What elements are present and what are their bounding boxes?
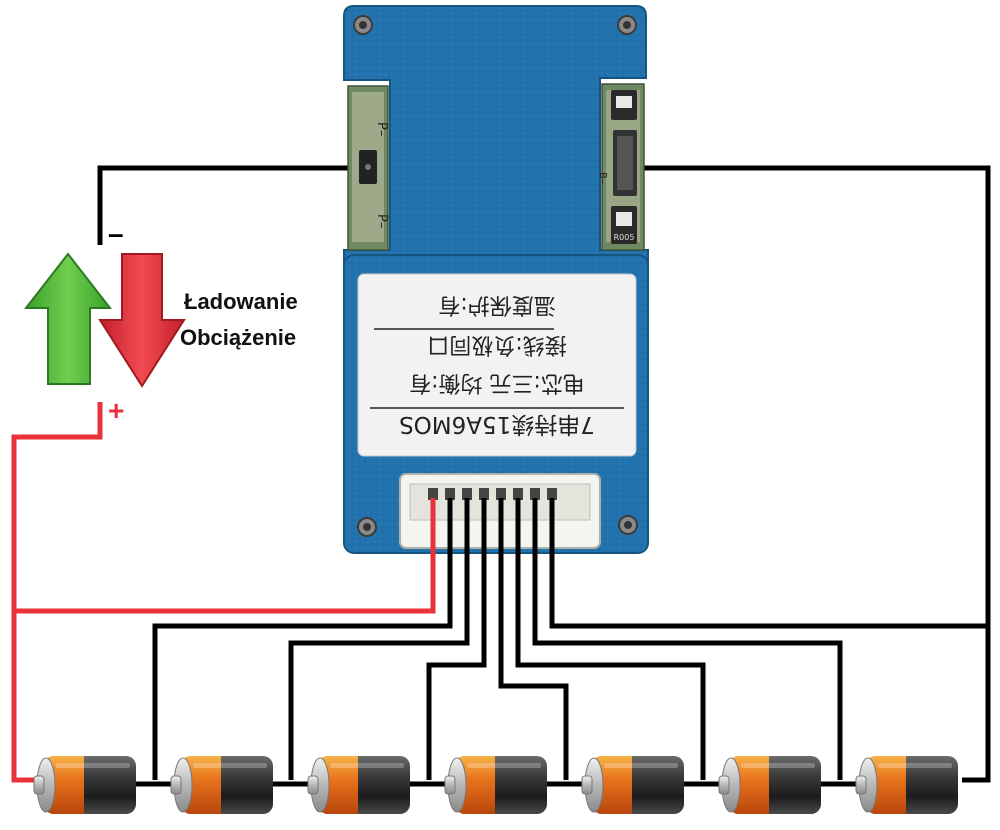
mosfet-code: R005 — [614, 233, 635, 242]
wire-b-minus — [632, 165, 991, 783]
balance-pins — [428, 488, 557, 500]
sticker-line-3: 接线:负极同口 — [427, 332, 566, 357]
wire-balance-4 — [498, 500, 569, 780]
bms-board: P– P– B– R005 7串持续15A6MOS 电芯:三元 均衡:有 接线:… — [343, 5, 649, 554]
load-arrow — [98, 253, 186, 388]
sticker-line-2: 电芯:三元 均衡:有 — [409, 370, 585, 395]
wire-p-minus — [97, 165, 368, 245]
battery-cell — [33, 756, 136, 814]
sticker-line-4: 温度保护:有 — [438, 292, 555, 317]
battery-cells — [33, 756, 958, 814]
wire-balance-3 — [426, 500, 487, 780]
battery-cell — [444, 756, 547, 814]
wire-balance-1 — [152, 500, 453, 780]
battery-cell — [718, 756, 821, 814]
wire-balance-2 — [288, 500, 470, 780]
plus-sign: + — [108, 395, 124, 426]
battery-cell — [581, 756, 684, 814]
pad-p-minus-top: P– — [374, 122, 389, 136]
battery-cell — [170, 756, 273, 814]
pad-p-minus-bottom: P– — [374, 214, 389, 228]
battery-cell — [855, 756, 958, 814]
sticker-line-1: 7串持续15A6MOS — [399, 411, 595, 437]
battery-cell — [307, 756, 410, 814]
charge-arrow — [23, 252, 113, 385]
board-sticker — [357, 273, 637, 457]
wire-plus-red — [11, 402, 103, 783]
pad-b-minus: B– — [597, 172, 608, 184]
connector-wire-stubs — [430, 498, 555, 560]
minus-sign: – — [108, 218, 124, 249]
charging-label: Ładowanie — [184, 289, 298, 314]
load-label: Obciążenie — [180, 325, 296, 350]
wire-balance-6 — [532, 500, 843, 780]
sticker-text: 7串持续15A6MOS 电芯:三元 均衡:有 接线:负极同口 温度保护:有 — [370, 292, 624, 437]
wire-balance-5 — [515, 500, 706, 780]
